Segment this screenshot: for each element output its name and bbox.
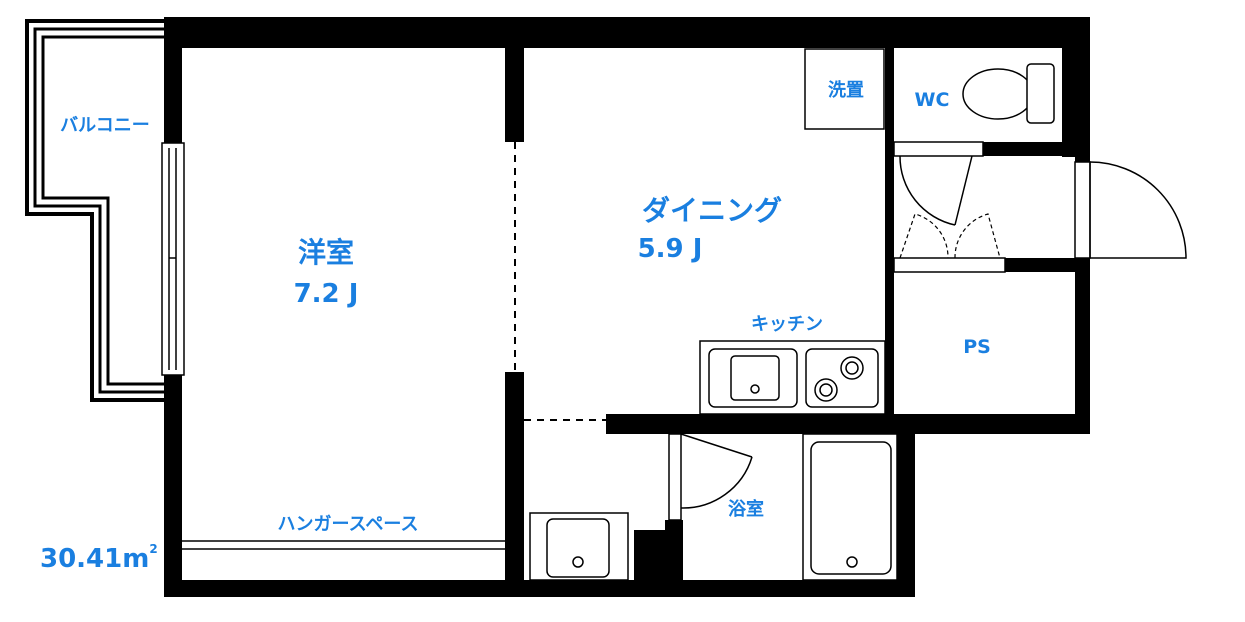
wall-bath-left <box>665 414 683 434</box>
balcony-line-outer <box>25 19 164 402</box>
wall-bath-block <box>634 530 683 597</box>
balcony-line-mid <box>33 27 164 394</box>
wall-corridor-bottom <box>1005 258 1090 272</box>
window-frame <box>161 142 185 376</box>
bathtub-drain <box>846 556 858 568</box>
entrance-door-frame <box>1074 161 1091 259</box>
washroom-label: 洗置 <box>828 79 864 101</box>
wall-right-top <box>1062 17 1090 157</box>
bathroom-door-arc <box>680 456 753 509</box>
washbasin-bowl <box>546 518 610 578</box>
corridor-door-right <box>954 213 1001 259</box>
balcony-label: バルコニー <box>60 115 150 136</box>
washbasin <box>529 512 629 581</box>
bathroom-door-frame <box>668 433 682 521</box>
sink-drain <box>750 384 760 394</box>
wall-left-lower <box>164 375 182 597</box>
wall-entrance-top <box>1075 152 1090 162</box>
total-area-label: 30.41m2 <box>40 542 158 574</box>
dining-size: 5.9 J <box>638 234 703 264</box>
hanger-space-label: ハンガースペース <box>278 514 419 535</box>
balcony-outline <box>25 19 164 402</box>
wc-label: WC <box>915 89 950 111</box>
wall-ps-right <box>1075 258 1090 434</box>
stove-burner-inner <box>819 383 833 397</box>
wc-door <box>893 141 984 226</box>
western-room-size: 7.2 J <box>294 279 359 309</box>
stove-top <box>805 348 879 408</box>
corridor-door-left <box>899 213 949 259</box>
entrance-door-arc <box>1089 161 1187 259</box>
bathtub <box>802 433 898 581</box>
total-area-unit: m <box>122 544 149 574</box>
toilet-tank <box>1026 63 1055 124</box>
washroom-box <box>804 48 885 130</box>
bathroom-door <box>668 433 753 521</box>
ps-label: PS <box>963 336 991 358</box>
hanger-rail <box>182 540 505 550</box>
wall-ps-bottom <box>606 414 1090 434</box>
wall-divider-upper <box>505 17 524 142</box>
dining-label: ダイニング <box>642 194 782 227</box>
wc-door-arc <box>899 155 956 226</box>
stove-burner-inner <box>845 361 859 375</box>
sink-basin-inner <box>730 355 780 401</box>
bathtub-inner <box>810 441 892 575</box>
wall-left-upper <box>164 17 182 143</box>
wall-bottom-left <box>164 580 524 597</box>
washbasin-drain <box>572 556 584 568</box>
kitchen-label: キッチン <box>751 314 823 335</box>
bathroom-label: 浴室 <box>728 498 764 520</box>
wall-wc-left <box>885 17 894 156</box>
total-area-superscript: 2 <box>149 542 157 556</box>
corridor-double-door <box>899 213 1001 259</box>
wall-bath-right <box>897 414 915 597</box>
toilet-bowl <box>962 68 1034 120</box>
wall-divider-lower <box>505 372 524 597</box>
entrance-door <box>1074 161 1187 259</box>
wall-bottom-mid <box>505 580 915 597</box>
wall-corridor-left <box>885 156 894 261</box>
toilet-icon <box>962 63 1055 124</box>
wall-top <box>164 17 1090 48</box>
wall-wc-bottom <box>983 142 1090 156</box>
western-room-label: 洋室 <box>298 236 354 269</box>
bathroom-door-leaf <box>680 433 753 458</box>
total-area-value: 30.41 <box>40 544 122 574</box>
wall-ps-left <box>885 261 894 419</box>
balcony-window <box>161 142 185 376</box>
dashed-separators <box>514 142 606 421</box>
balcony-line-inner <box>41 35 164 386</box>
corridor-door-frame <box>893 257 1006 273</box>
walls <box>164 17 1090 597</box>
wc-door-leaf <box>954 155 973 226</box>
kitchen-counter <box>699 340 886 415</box>
wc-door-frame <box>893 141 984 157</box>
